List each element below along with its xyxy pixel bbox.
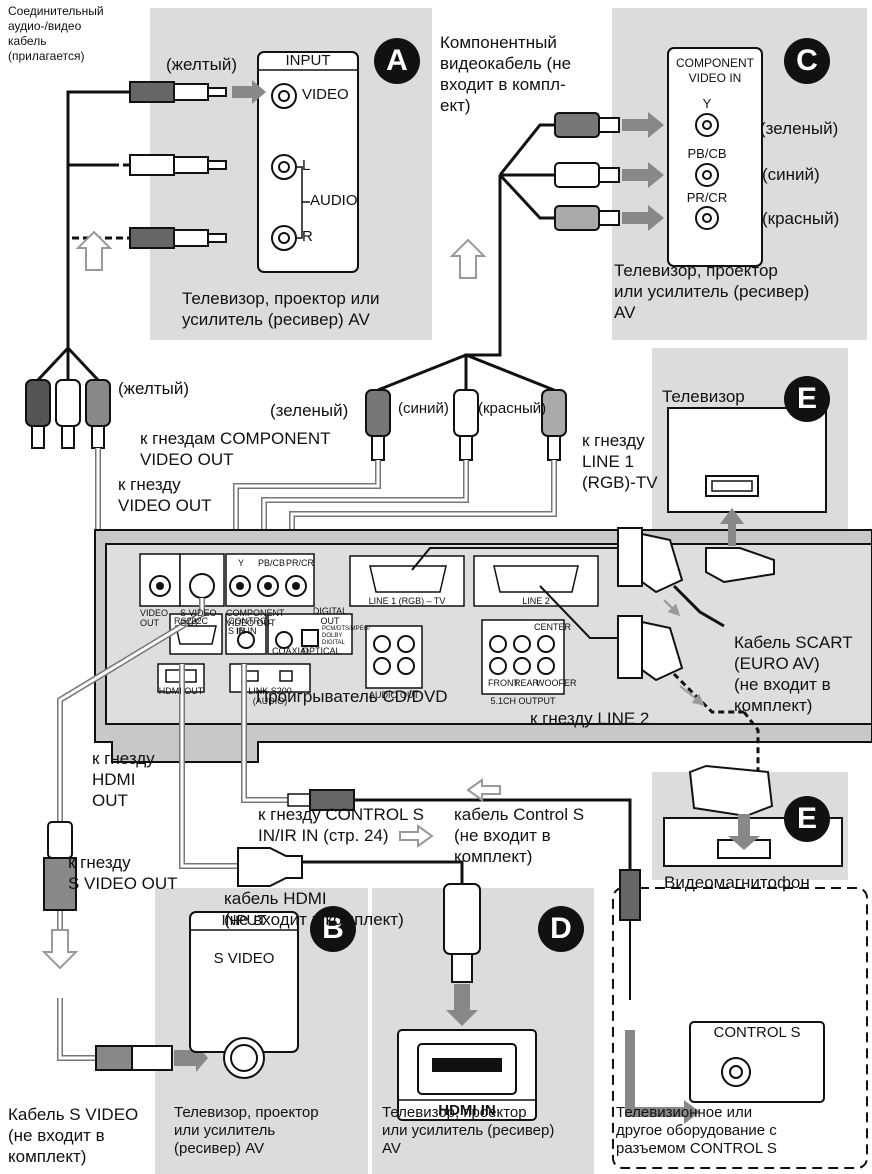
panel-a-r-label: R	[302, 228, 313, 245]
control-s-desc: Телевизионное или другое оборудование с …	[616, 1104, 777, 1157]
up-arrow-a	[75, 230, 113, 271]
player-prcr-label: PR/CR	[286, 558, 315, 568]
player-component-label: COMPONENT VIDEO OUT	[226, 608, 285, 628]
badge-a: A	[374, 38, 420, 84]
player-line1-label: LINE 1 (RGB) – TV	[368, 596, 446, 606]
player-pcm-label: PCM/DTS/MPEG/ DOLBY DIGITAL	[322, 626, 371, 646]
yellow-label-a: (желтый)	[166, 55, 238, 74]
panel-a-input-label: INPUT	[285, 52, 331, 69]
red-label-c: (красный)	[762, 209, 840, 228]
panel-a-video-label: VIDEO	[302, 86, 349, 103]
player-center-label: CENTER	[534, 622, 572, 632]
panel-a-l-label: L	[302, 157, 311, 174]
svideo-cable	[43, 598, 208, 1072]
blue-label-mid: (синий)	[398, 400, 449, 417]
panel-b-desc: Телевизор, проектор или усилитель (ресив…	[174, 1104, 319, 1157]
component-out-jack-label: к гнездам COMPONENT VIDEO OUT	[140, 429, 331, 469]
svideo-cable-label: Кабель S VIDEO (не входит в комплект)	[8, 1105, 139, 1166]
player-link-label: LINK S200 (AUDIO)	[248, 686, 292, 706]
player-line2-label: LINE 2	[522, 596, 550, 606]
control-s-cable	[241, 664, 700, 1124]
panel-c-desc: Телевизор, проектор или усилитель (ресив…	[614, 261, 810, 322]
up-arrow-c	[449, 238, 487, 279]
red-label-mid: (красный)	[478, 400, 547, 417]
player-pbcb-label: PB/CB	[258, 558, 286, 568]
panel-control-border	[612, 887, 868, 1169]
player-front-label: FRONT	[488, 678, 519, 688]
player-rear-label: REAR	[514, 678, 540, 688]
line1-jack-label: к гнезду LINE 1 (RGB)-TV	[582, 431, 658, 492]
player-ir-in-label: IR IN	[236, 626, 257, 636]
yellow-label-left: (желтый)	[118, 379, 190, 398]
player-woofer-label: WOOFER	[536, 678, 577, 688]
panel-c-input-box	[667, 47, 763, 267]
panel-e-vcr-label: Видеомагнитофон	[664, 873, 810, 892]
badge-b: B	[310, 906, 356, 952]
player-digital-out-label: DIGITAL OUT	[312, 606, 348, 626]
player-optical-label: OPTICAL	[302, 646, 341, 656]
player-coaxial-label: COAXIAL	[272, 646, 312, 656]
badge-d: D	[538, 906, 584, 952]
panel-d-desc: Телевизор, проектор или усилитель (ресив…	[382, 1104, 555, 1157]
player-audio-out-label: AUDIO OUT	[368, 690, 419, 700]
green-label-mid: (зеленый)	[270, 401, 349, 420]
panel-a-input-box	[257, 51, 359, 273]
panel-a-audio-label: AUDIO	[310, 192, 358, 209]
control-in-jack-label: к гнезду CONTROL S IN/IR IN (стр. 24)	[258, 805, 424, 845]
component-cable-plugs	[377, 112, 664, 398]
control-s-cable-label: кабель Control S (не входит в комплект)	[454, 805, 585, 866]
player-hdmi-out-label: HDMI OUT	[158, 686, 204, 696]
line2-jack-label: к гнезду LINE 2	[530, 709, 650, 728]
badge-c: C	[784, 38, 830, 84]
svideo-out-jack-label: к гнезду S VIDEO OUT	[68, 853, 178, 893]
panel-b-input-label: INPUT	[221, 912, 267, 929]
panel-c-y-label: Y	[702, 96, 712, 111]
panel-b-svideo-label: S VIDEO	[213, 950, 275, 967]
blue-label-c: (синий)	[762, 165, 820, 184]
panel-b-input-box	[189, 911, 299, 1079]
av-plugs-left	[25, 165, 140, 589]
panel-c-header: COMPONENT VIDEO IN	[676, 56, 754, 85]
player-y-label: Y	[238, 558, 245, 568]
down-right-arrow-2	[679, 685, 705, 706]
badge-e-vcr: E	[784, 796, 830, 842]
panel-e-tv-box	[667, 407, 827, 546]
hdmi-cable-label: кабель HDMI (не входит в комплект)	[224, 889, 404, 929]
panel-c-pr-label: PR/CR	[686, 190, 728, 205]
control-s-input-box	[689, 1021, 825, 1103]
left-arrow-control	[466, 778, 501, 802]
scart-cable-label: Кабель SCART (EURO AV) (не входит в комп…	[734, 633, 853, 715]
hdmi-out-jack-label: к гнезду HDMI OUT	[92, 749, 155, 810]
panel-e-vcr-box	[663, 814, 843, 867]
player-name: Проигрыватель CD/DVD	[256, 687, 448, 706]
player-51ch-label: 5.1CH OUTPUT	[490, 696, 556, 706]
player-s-video-out-label: S VIDEO OUT	[180, 608, 217, 628]
player-video-out-label: VIDEO OUT	[140, 608, 169, 628]
right-arrow-d	[399, 824, 434, 848]
panel-e-tv-label: Телевизор	[662, 387, 745, 406]
component-cable-label: Компонентный видеокабель (не входит в ко…	[440, 33, 572, 115]
panel-c-pb-label: PB/CB	[687, 146, 727, 161]
panel-d-input-box	[397, 1029, 537, 1121]
scart-cables	[411, 527, 775, 818]
badge-e-tv: E	[784, 376, 830, 422]
green-label-c: (зеленый)	[760, 119, 839, 138]
down-arrow-b	[41, 929, 79, 970]
player-control-s-label: CONTROL S IN	[228, 616, 272, 636]
control-s-header: CONTROL S	[713, 1024, 801, 1041]
panel-a-desc: Телевизор, проектор или усилитель (ресив…	[182, 289, 380, 329]
video-out-jack-label: к гнезду VIDEO OUT	[118, 475, 212, 515]
av-cable-label: Соединительный аудио-/видео кабель (прил…	[8, 4, 104, 63]
panel-d-hdmi-in-label: HDMI IN	[438, 1102, 496, 1119]
player-rs232c-label: RS232C	[174, 616, 209, 626]
hdmi-cable	[179, 664, 481, 1026]
down-right-arrow-1	[663, 599, 681, 617]
